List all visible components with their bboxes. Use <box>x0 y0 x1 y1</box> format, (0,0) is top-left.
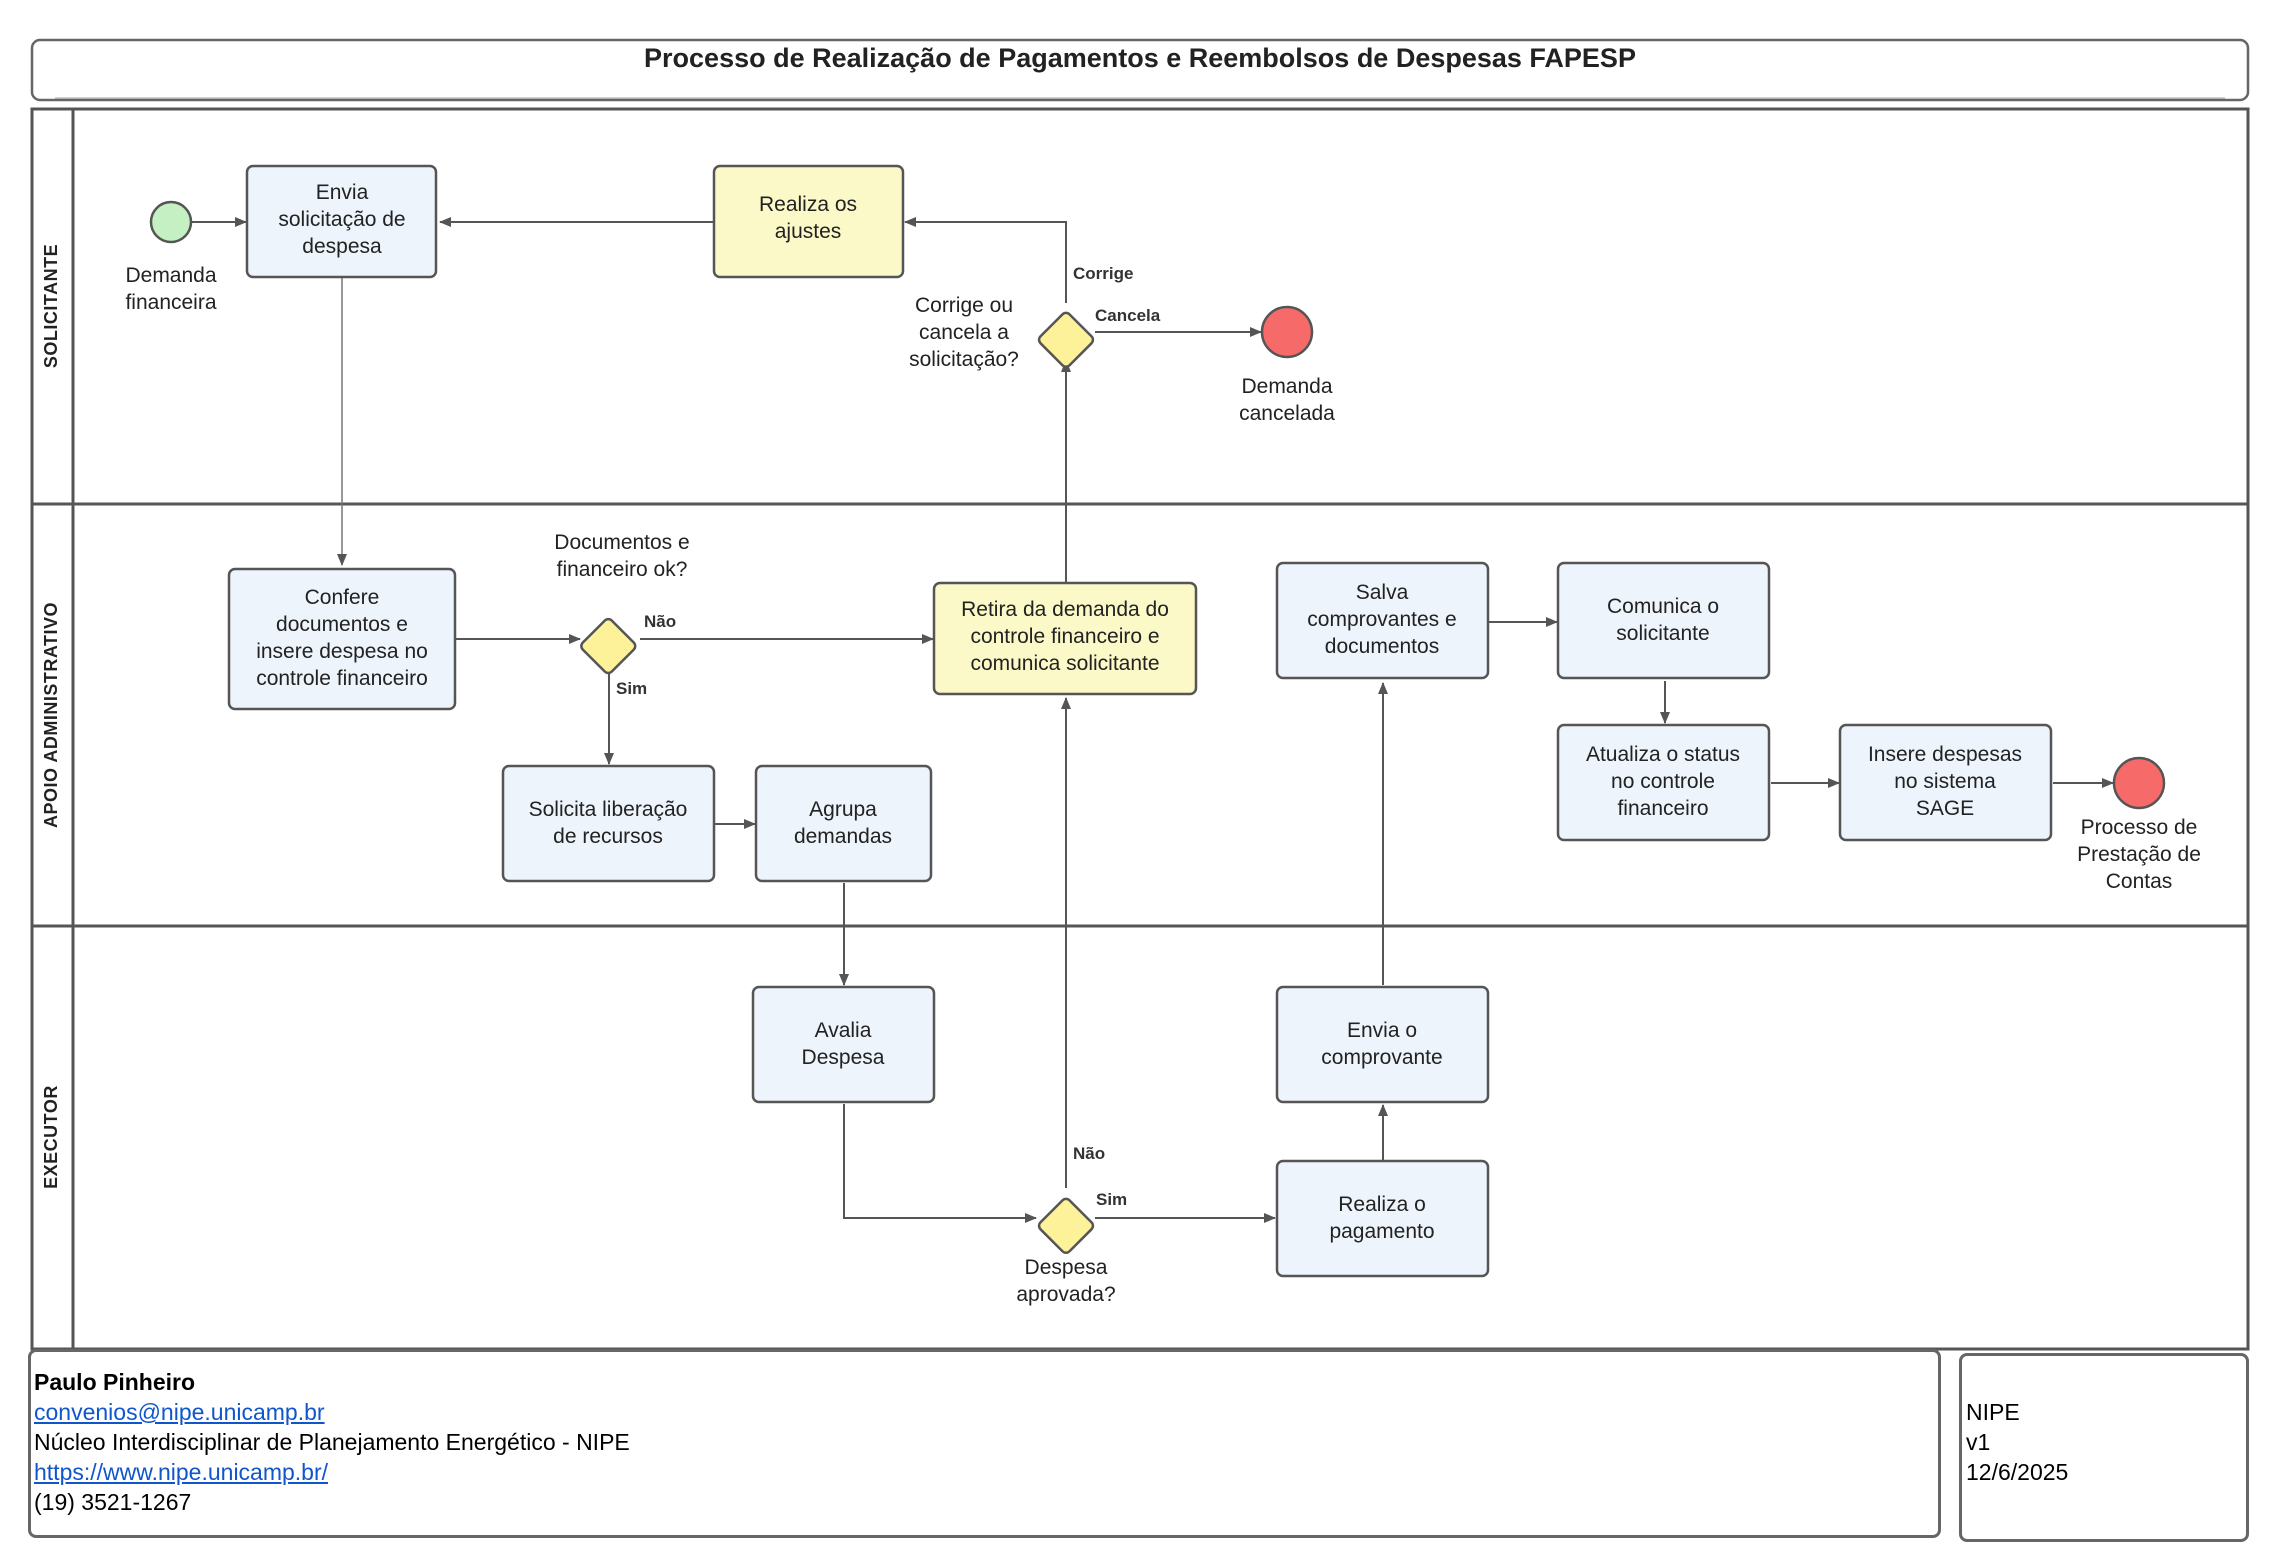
footer-contact-box <box>28 1349 1941 1538</box>
flow-label-corrige: Corrige <box>1073 264 1133 283</box>
contact-name: Paulo Pinheiro <box>34 1369 196 1395</box>
diagram-title: Processo de Realização de Pagamentos e R… <box>644 43 1636 73</box>
contact-url-link[interactable]: https://www.nipe.unicamp.br/ <box>34 1459 329 1485</box>
contact-phone: (19) 3521-1267 <box>34 1489 192 1515</box>
start-event <box>149 200 193 244</box>
edge-avalia-to-aprov-gateway <box>843 1104 1037 1223</box>
meta-version: v1 <box>1966 1429 1991 1455</box>
gateway-documentos-ok <box>580 617 637 675</box>
final-end-event <box>2112 756 2166 810</box>
lane-apoio: APOIO ADMINISTRATIVO <box>41 602 61 828</box>
flow-label-aprov-sim: Sim <box>1096 1190 1127 1209</box>
flow-label-docs-sim: Sim <box>616 679 647 698</box>
flow-label-docs-nao: Não <box>644 612 676 631</box>
meta-org: NIPE <box>1966 1399 2020 1425</box>
lane-executor: EXECUTOR <box>41 1085 61 1189</box>
lane-solicitante: SOLICITANTE <box>41 244 61 368</box>
flow-label-cancela: Cancela <box>1095 306 1161 325</box>
gateway-corrige-cancela <box>1037 311 1095 368</box>
contact-email-link[interactable]: convenios@nipe.unicamp.br <box>34 1399 325 1425</box>
footer-meta: NIPE v1 12/6/2025 <box>1966 1397 2068 1487</box>
footer-meta-box <box>1959 1353 2249 1542</box>
flow-label-aprov-nao: Não <box>1073 1144 1105 1163</box>
cancel-end-event <box>1260 305 1314 359</box>
title-bar <box>30 38 2250 102</box>
footer-contact: Paulo Pinheiro convenios@nipe.unicamp.br… <box>34 1367 630 1517</box>
edge-corrige <box>904 217 1067 303</box>
meta-date: 12/6/2025 <box>1966 1459 2069 1485</box>
contact-org: Núcleo Interdisciplinar de Planejamento … <box>34 1429 630 1455</box>
gateway-despesa-aprovada <box>1037 1197 1095 1254</box>
